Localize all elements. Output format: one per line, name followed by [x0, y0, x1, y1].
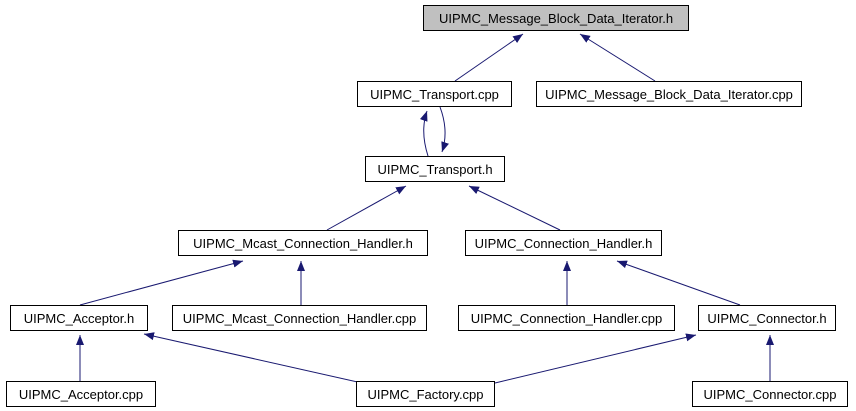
- graph-node-uipmc-acceptor-cpp[interactable]: UIPMC_Acceptor.cpp: [6, 381, 156, 407]
- graph-node-uipmc-connector-cpp[interactable]: UIPMC_Connector.cpp: [692, 381, 848, 407]
- edge-uipmc-acceptor-h-to-uipmc-mcast-connection-handler-h: [79, 259, 244, 306]
- graph-node-uipmc-transport-h[interactable]: UIPMC_Transport.h: [365, 156, 505, 182]
- graph-node-uipmc-mcast-connection-handler-cpp[interactable]: UIPMC_Mcast_Connection_Handler.cpp: [172, 305, 427, 331]
- graph-node-uipmc-connection-handler-cpp[interactable]: UIPMC_Connection_Handler.cpp: [458, 305, 675, 331]
- edge-uipmc-transport-h-to-uipmc-transport-cpp: [419, 110, 429, 157]
- edge-uipmc-mcast-connection-handler-h-to-uipmc-transport-h: [326, 185, 407, 231]
- edge-uipmc-message-block-data-iterator-cpp-to-uipmc-message-block-data-iterator-h: [579, 33, 656, 82]
- edge-uipmc-connection-handler-h-to-uipmc-transport-h: [468, 185, 561, 231]
- edge-uipmc-connector-h-to-uipmc-connection-handler-h: [616, 260, 741, 306]
- edge-uipmc-transport-cpp-to-uipmc-transport-h: [439, 106, 449, 153]
- graph-node-uipmc-connector-h[interactable]: UIPMC_Connector.h: [698, 305, 836, 331]
- graph-node-uipmc-mcast-connection-handler-h[interactable]: UIPMC_Mcast_Connection_Handler.h: [178, 230, 428, 256]
- graph-node-uipmc-acceptor-h[interactable]: UIPMC_Acceptor.h: [10, 305, 148, 331]
- graph-node-uipmc-transport-cpp[interactable]: UIPMC_Transport.cpp: [357, 81, 512, 107]
- graph-node-uipmc-factory-cpp[interactable]: UIPMC_Factory.cpp: [356, 381, 495, 407]
- edge-uipmc-transport-cpp-to-uipmc-message-block-data-iterator-h: [454, 33, 524, 82]
- edge-uipmc-factory-cpp-to-uipmc-acceptor-h: [143, 332, 363, 384]
- graph-node-uipmc-connection-handler-h[interactable]: UIPMC_Connection_Handler.h: [465, 230, 662, 256]
- graph-node-uipmc-message-block-data-iterator-cpp[interactable]: UIPMC_Message_Block_Data_Iterator.cpp: [536, 81, 802, 107]
- graph-node-uipmc-message-block-data-iterator-h: UIPMC_Message_Block_Data_Iterator.h: [423, 5, 689, 31]
- edge-uipmc-factory-cpp-to-uipmc-connector-h: [494, 333, 697, 384]
